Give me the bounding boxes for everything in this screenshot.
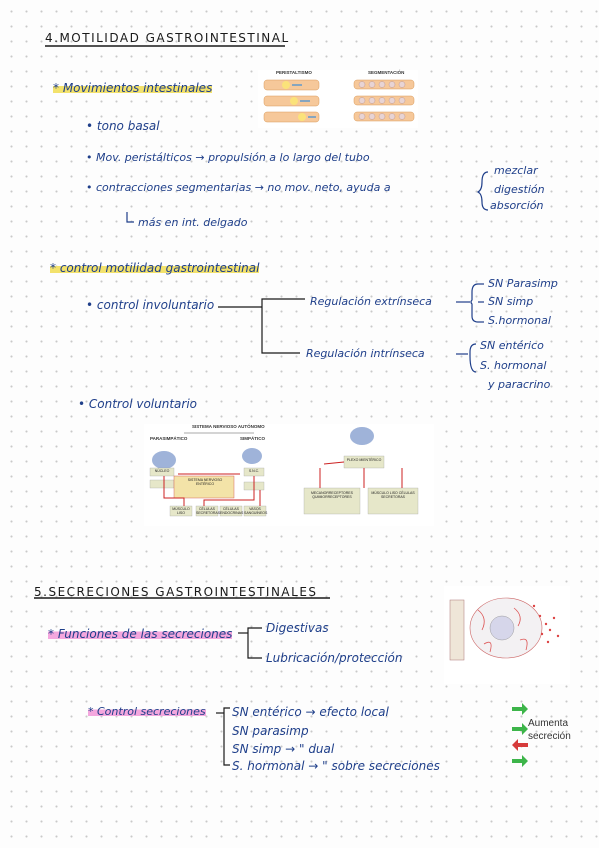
extrinseca-sn-parasimp: SN Parasimp — [488, 277, 558, 290]
ans-diagram: SISTEMA NERVIOSO AUTÓNOMO PARASIMPÁTICO … — [144, 424, 434, 526]
extrinseca-sn-simp: SN simp — [488, 295, 534, 308]
brace-absorcion: absorción — [490, 199, 544, 212]
intrinseca-s-hormonal: S. hormonal — [480, 359, 547, 372]
ans-simpatico: SIMPÁTICO — [240, 436, 266, 441]
secrecion-sn-enterico: SN entérico → efecto local — [232, 705, 389, 719]
ans-diagram-graphic — [149, 427, 419, 517]
regulacion-intrinseca: Regulación intrínseca — [306, 347, 425, 360]
secretion-arrows-icon — [512, 703, 528, 767]
note-int-delgado: más en int. delgado — [138, 216, 248, 229]
segmentacion-label: SEGMENTACIÓN — [368, 70, 405, 75]
legend-aumenta: Aumenta — [528, 718, 569, 729]
gland-cell-illustration — [449, 597, 560, 661]
control-voluntario: • Control voluntario — [78, 397, 198, 411]
intrinseca-sn-enterico: SN entérico — [480, 339, 544, 352]
funciones-heading: * Funciones de las secreciones — [48, 627, 233, 641]
motility-illustration — [263, 79, 415, 123]
item-segmentarias: • contracciones segmentarias → no mov. n… — [86, 181, 391, 194]
secrecion-sn-simp: SN simp → " dual — [232, 742, 335, 756]
ans-diagram-title: SISTEMA NERVIOSO AUTÓNOMO — [192, 424, 265, 429]
funcion-lubricacion: Lubricación/protección — [266, 651, 403, 665]
secrecion-s-hormonal: S. hormonal → " sobre secreciones — [232, 759, 440, 773]
control-secreciones-heading: * Control secreciones — [88, 705, 206, 718]
funcion-digestivas: Digestivas — [266, 621, 329, 635]
movimientos-heading: * Movimientos intestinales — [53, 81, 213, 95]
control-involuntario: • control involuntario — [86, 298, 215, 312]
item-peristalticos: • Mov. peristálticos → propulsión a lo l… — [86, 151, 370, 164]
regulacion-extrinseca: Regulación extrínseca — [310, 295, 432, 308]
ans-parasimpatico: PARASIMPÁTICO — [150, 436, 188, 441]
peristaltismo-label: PERISTALTISMO — [276, 70, 312, 75]
intrinseca-paracrino: y paracrino — [488, 378, 551, 391]
secrecion-sn-parasimp: SN parasimp — [232, 724, 309, 738]
section4-title: 4.MOTILIDAD GASTROINTESTINAL — [45, 31, 290, 45]
item-tono-basal: • tono basal — [86, 119, 160, 133]
brace-mezclar: mezclar — [494, 164, 538, 177]
extrinseca-s-hormonal: S.hormonal — [488, 314, 551, 327]
control-motilidad-heading: * control motilidad gastrointestinal — [50, 261, 260, 275]
legend-secrecion: secreción — [528, 731, 571, 742]
section5-title: 5.SECRECIONES GASTROINTESTINALES — [34, 585, 318, 599]
motility-figure: PERISTALTISMO SEGMENTACIÓN — [258, 70, 418, 128]
brace-digestion: digestión — [494, 183, 545, 196]
gland-cell-figure — [444, 586, 570, 684]
